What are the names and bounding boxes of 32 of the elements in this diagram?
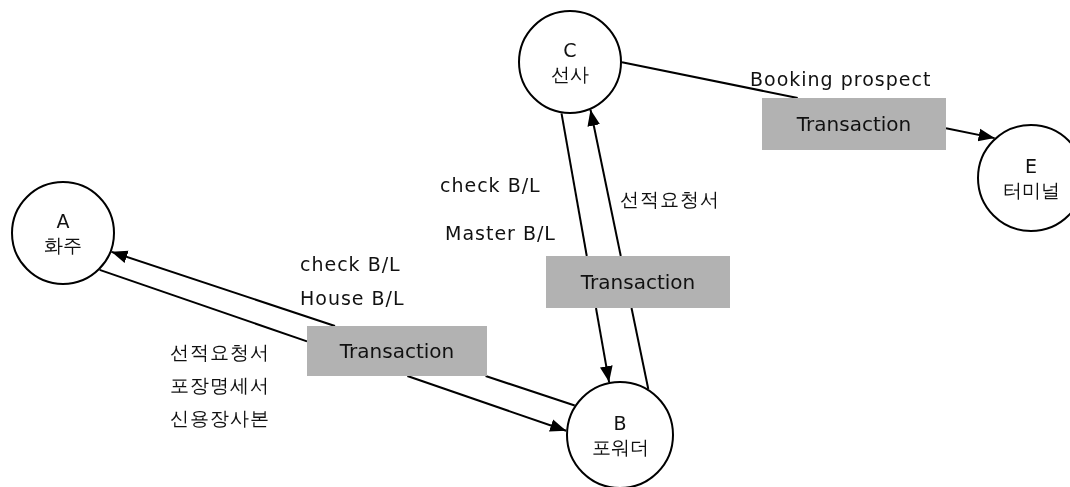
transaction-box: Transaction bbox=[546, 256, 730, 308]
arrow bbox=[406, 375, 568, 432]
node-label: 화주 bbox=[44, 233, 82, 257]
transaction-box: Transaction bbox=[307, 326, 487, 376]
document-label: check B/L bbox=[300, 253, 401, 275]
connector-line bbox=[484, 375, 576, 407]
node-label: 터미널 bbox=[1002, 178, 1060, 202]
document-label: 신용장사본 bbox=[170, 407, 270, 429]
node-label: 선사 bbox=[551, 62, 589, 86]
document-label: 선적요청서 bbox=[170, 341, 270, 363]
node-label: 포워더 bbox=[591, 435, 649, 459]
arrow bbox=[945, 127, 996, 142]
circle-node bbox=[518, 10, 622, 114]
node-letter: A bbox=[56, 209, 70, 233]
document-label: Booking prospect bbox=[750, 68, 932, 90]
document-label: 선적요청서 bbox=[620, 188, 720, 210]
arrow bbox=[587, 108, 622, 257]
connector-line bbox=[621, 61, 799, 99]
node-letter: C bbox=[563, 38, 577, 62]
document-label: Master B/L bbox=[445, 222, 556, 244]
transaction-box: Transaction bbox=[762, 98, 946, 150]
node-letter: B bbox=[613, 411, 627, 435]
arrow bbox=[110, 250, 336, 327]
circle-node bbox=[11, 181, 115, 285]
arrow bbox=[594, 307, 613, 384]
connector-line bbox=[98, 268, 308, 343]
document-label: check B/L bbox=[440, 174, 541, 196]
document-label: 포장명세서 bbox=[170, 374, 270, 396]
connector-line bbox=[630, 307, 650, 390]
document-label: House B/L bbox=[300, 287, 405, 309]
connector-line bbox=[560, 112, 588, 257]
node-letter: E bbox=[1025, 154, 1037, 178]
